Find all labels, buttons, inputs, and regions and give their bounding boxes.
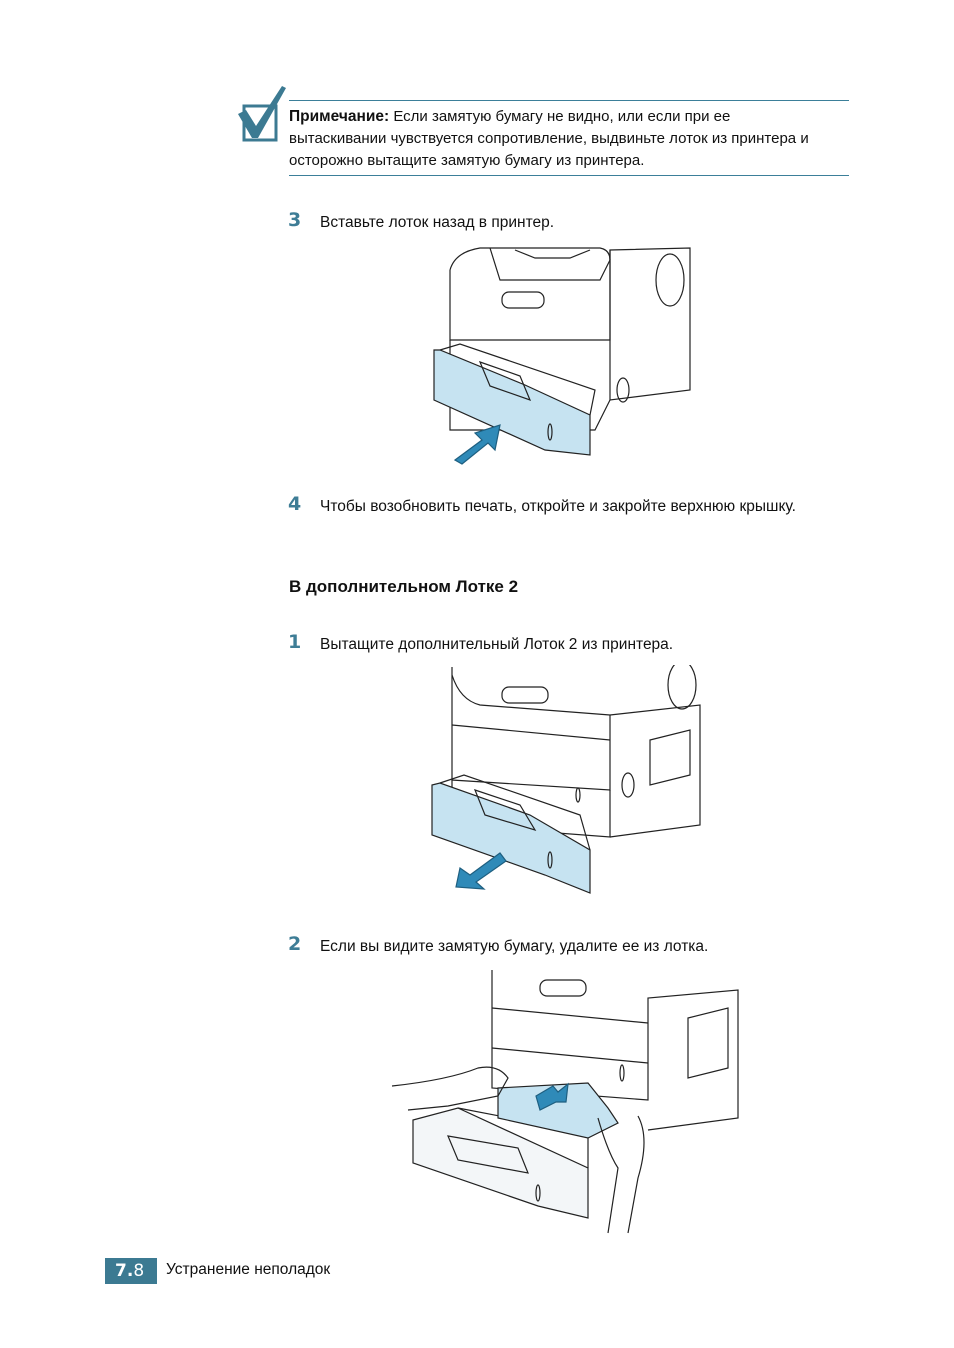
note-top-rule xyxy=(289,100,849,101)
section-heading: В дополнительном Лотке 2 xyxy=(289,577,519,596)
step-number: 1 xyxy=(288,631,302,653)
step-text: Вытащите дополнительный Лоток 2 из принт… xyxy=(320,636,674,653)
step-text: Если вы видите замятую бумагу, удалите е… xyxy=(320,938,709,955)
chapter-number: 7 xyxy=(115,1261,127,1281)
chapter-separator: . xyxy=(126,1261,134,1281)
step-number: 2 xyxy=(288,933,302,955)
note-bottom-rule xyxy=(289,175,849,176)
step-number: 4 xyxy=(288,493,302,515)
note-check-icon xyxy=(236,84,288,151)
footer-title: Устранение неполадок xyxy=(166,1261,331,1278)
illustration-remove-paper xyxy=(388,968,748,1238)
step-text: Чтобы возобновить печать, откройте и зак… xyxy=(320,498,796,515)
step-number: 3 xyxy=(288,209,302,231)
note-body: Если замятую бумагу не видно, или если п… xyxy=(289,108,809,169)
illustration-insert-tray xyxy=(420,240,710,470)
note-label: Примечание: xyxy=(289,108,390,125)
page-number-badge: 7.8 xyxy=(105,1258,157,1284)
page-number: 8 xyxy=(133,1261,145,1281)
step-text: Вставьте лоток назад в принтер. xyxy=(320,214,555,231)
note: Примечание: Если замятую бумагу не видно… xyxy=(289,106,829,172)
illustration-pull-tray2 xyxy=(420,665,710,905)
